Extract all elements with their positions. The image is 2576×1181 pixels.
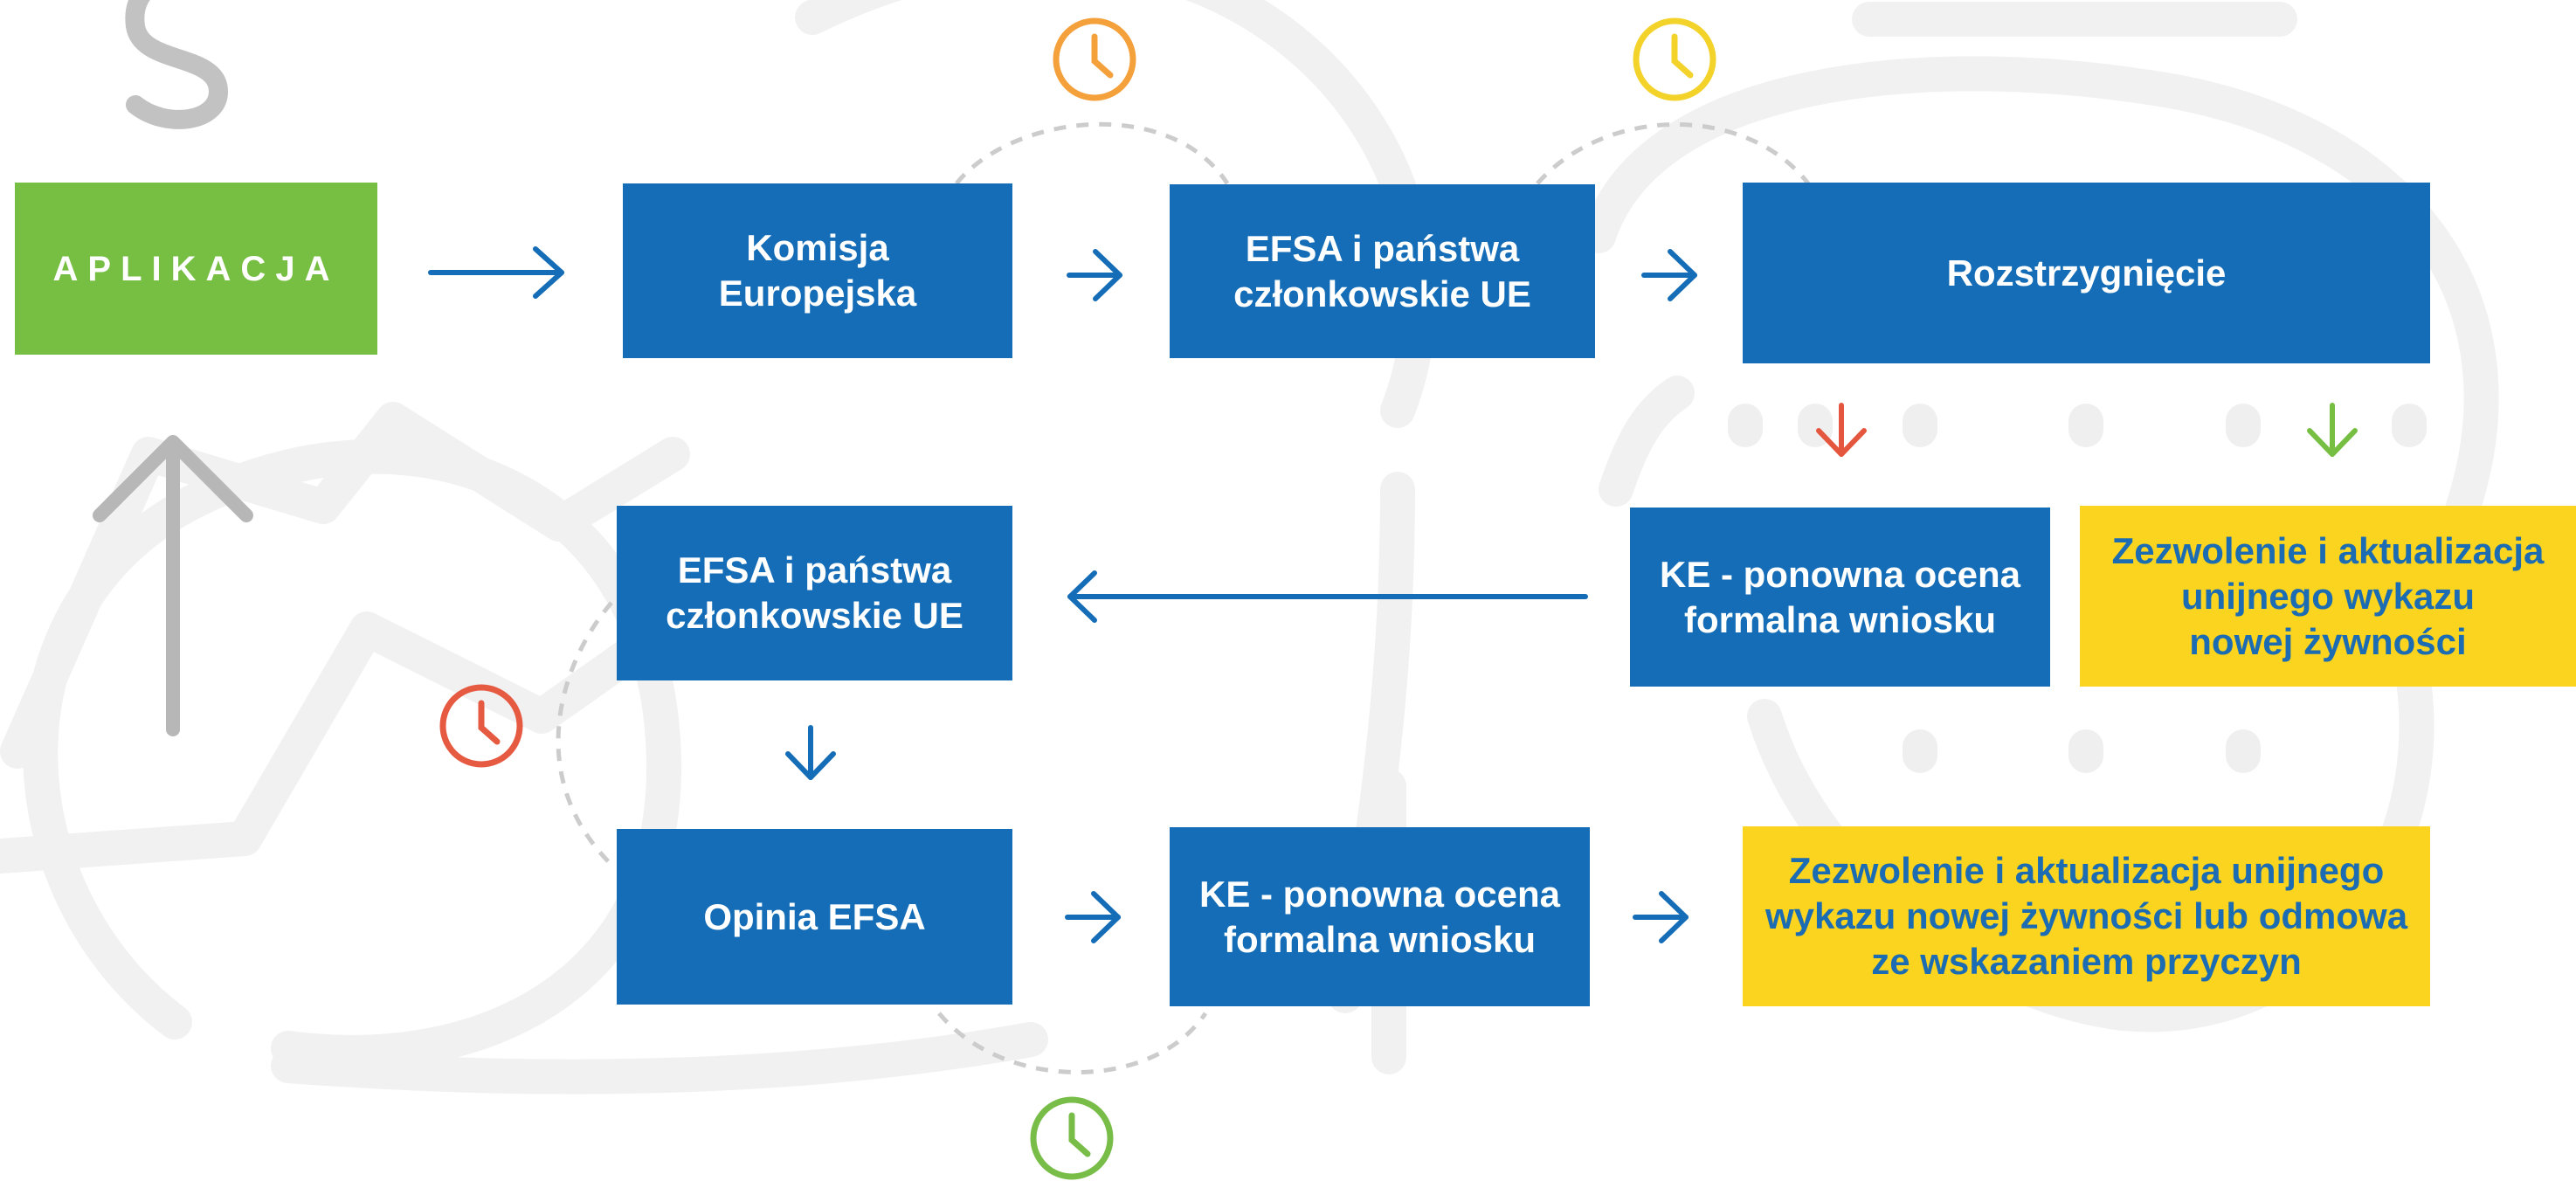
background-curve <box>23 439 681 1070</box>
background-dot <box>2392 404 2427 447</box>
zezwolenie-bottom-box: Zezwolenie i aktualizacja unijnego wykaz… <box>1743 826 2430 1006</box>
background-dot <box>2068 404 2103 447</box>
background-dot <box>2226 404 2261 447</box>
komisja-europejska-box: Komisja Europejska <box>623 183 1012 358</box>
background-dot <box>1903 404 1937 447</box>
background-dot <box>2068 729 2103 773</box>
background-dot <box>1798 404 1833 447</box>
background-dot <box>1903 729 1937 773</box>
rozstrzygniecie-box: Rozstrzygnięcie <box>1743 183 2430 363</box>
background-dot <box>2226 729 2261 773</box>
background-curve <box>1581 56 2499 524</box>
background-dot <box>1728 404 1763 447</box>
opinia-efsa-box: Opinia EFSA <box>617 829 1012 1005</box>
aplikacja-box: APLIKACJA <box>15 183 377 355</box>
background-curve <box>1599 376 1695 507</box>
efsa-panstwa-top-box: EFSA i państwa członkowskie UE <box>1170 184 1595 358</box>
ke-ponowna-mid-box: KE - ponowna ocena formalna wniosku <box>1630 508 2050 687</box>
zezwolenie-mid-box: Zezwolenie i aktualizacja unijnego wykaz… <box>2080 506 2576 687</box>
background-letter-s <box>125 0 229 129</box>
background-mountain <box>0 594 708 874</box>
ke-ponowna-bottom-box: KE - ponowna ocena formalna wniosku <box>1170 827 1590 1006</box>
background-curve <box>271 1022 1048 1095</box>
efsa-panstwa-mid-box: EFSA i państwa członkowskie UE <box>617 506 1012 680</box>
